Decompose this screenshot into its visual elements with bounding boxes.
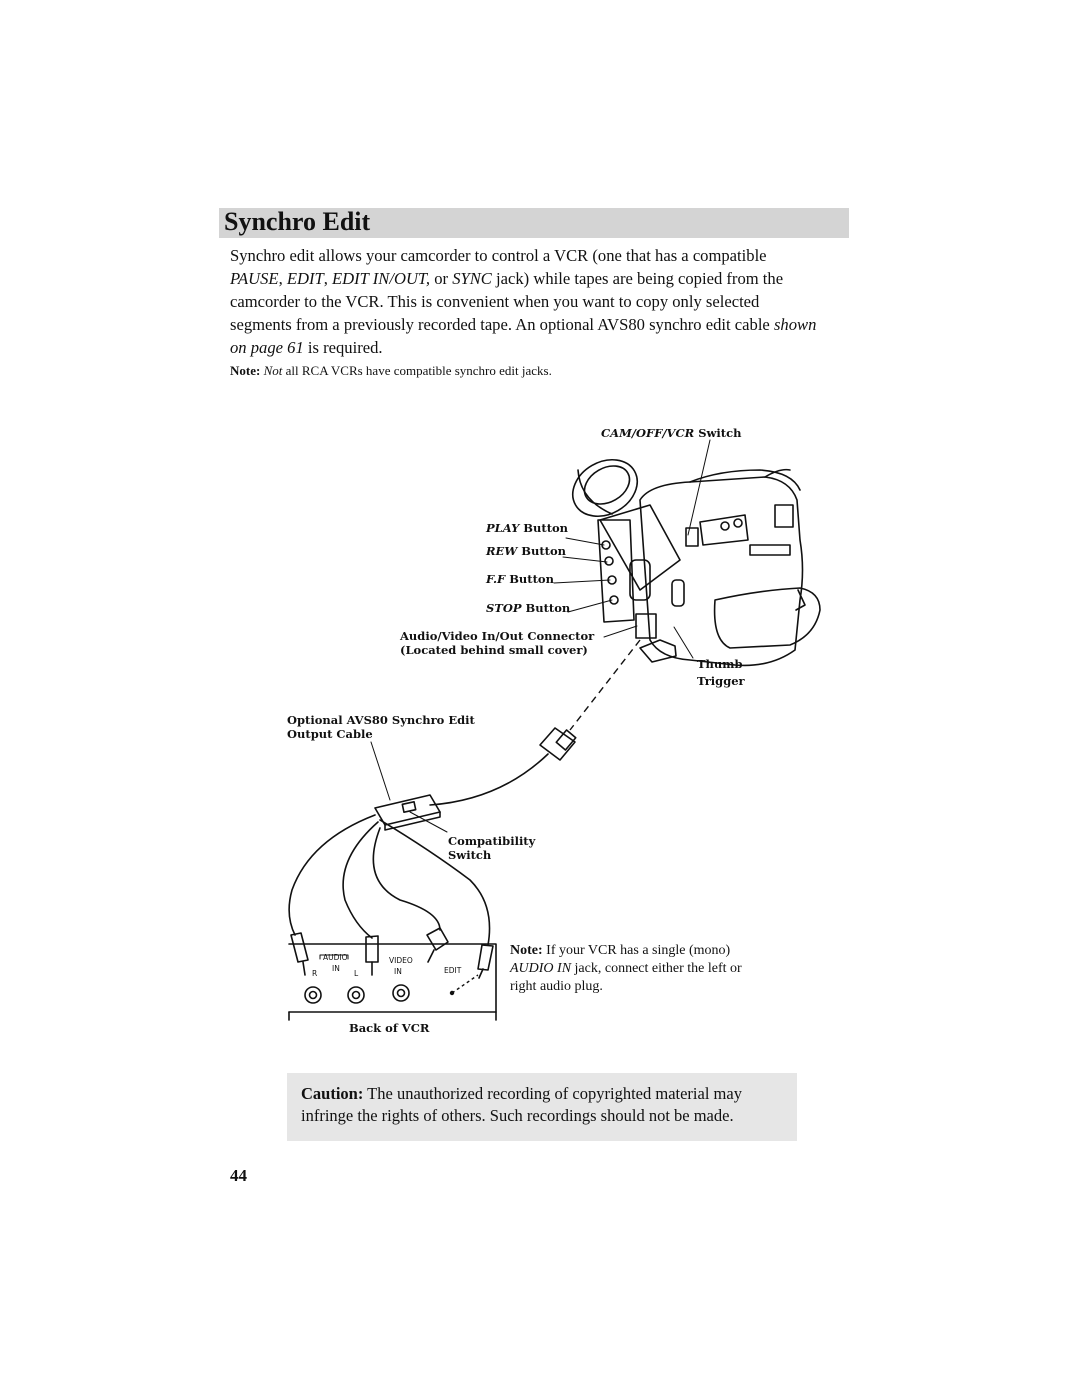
label-text: Compatibility [448, 834, 536, 848]
intro-italic-sync: SYNC [452, 269, 492, 288]
page-number: 44 [230, 1166, 247, 1185]
label-av-connector: Audio/Video In/Out Connector(Located beh… [400, 629, 594, 657]
label-text: Output Cable [287, 727, 373, 741]
cam-switch-shape [685, 527, 699, 547]
camcorder-handle [689, 469, 801, 491]
switch-box [374, 794, 441, 826]
edit-jack-dash [451, 974, 479, 994]
eyepiece [572, 458, 638, 518]
intro-paragraph: Synchro edit allows your camcorder to co… [230, 244, 820, 359]
side-panel [597, 519, 635, 623]
panel-label-l: L [354, 969, 359, 978]
label-rew-button: REW Button [486, 544, 566, 558]
label-play-button: PLAY Button [486, 521, 568, 535]
viewfinder [599, 504, 681, 591]
intro-text: jack) while tapes are being copied from … [230, 269, 784, 334]
label-text: Thumb [697, 657, 743, 671]
jack-audio-r [304, 986, 322, 1004]
intro-text: , [323, 269, 333, 288]
panel-label-edit: EDIT [444, 966, 462, 975]
label-text: Audio/Video In/Out Connector [400, 629, 595, 643]
label-back-of-vcr: Back of VCR [349, 1021, 430, 1035]
caution-text: Caution: The unauthorized recording of c… [287, 1073, 797, 1137]
label-text: Button [521, 601, 571, 615]
intro-italic-edit-in-out: EDIT IN/OUT, [332, 269, 431, 288]
intro-italic-edit: EDIT [286, 269, 324, 288]
label-text: Switch [448, 848, 492, 862]
label-italic: STOP [486, 601, 522, 615]
lead-edit [379, 819, 491, 946]
caution-body: The unauthorized recording of copyrighte… [301, 1084, 742, 1125]
note-compatibility: Note: Not all RCA VCRs have compatible s… [230, 363, 552, 379]
intro-text: or [430, 269, 453, 288]
label-ff-button: F.F Button [486, 572, 554, 586]
label-text: Button [517, 544, 566, 558]
caution-label: Caution: [301, 1084, 364, 1103]
lead-audio-r [288, 814, 376, 936]
label-cam-off-vcr-switch: CAM/OFF/VCR Switch [601, 426, 741, 440]
label-stop-button: STOP Button [486, 601, 570, 615]
note-text: all RCA VCRs have compatible synchro edi… [282, 363, 552, 378]
label-italic: CAM/OFF/VCR [601, 426, 695, 440]
intro-text: Synchro edit allows your camcorder to co… [230, 246, 767, 265]
camcorder-strap [713, 587, 821, 649]
panel-label-video-in: IN [394, 967, 402, 976]
panel-label-r: R [312, 969, 318, 978]
jack-audio-l [347, 986, 365, 1004]
panel-label-audio-in: IN [332, 964, 340, 973]
lead-video [372, 827, 441, 931]
panel-label-video: VIDEO [389, 956, 413, 965]
label-text: Switch [694, 426, 742, 440]
jack-video [392, 984, 410, 1002]
intro-italic-pause: PAUSE [230, 269, 279, 288]
intro-text: is required. [303, 338, 383, 357]
thumb-trigger-shape [639, 639, 677, 663]
lead-audio-l [342, 821, 379, 939]
label-italic: PLAY [486, 521, 520, 535]
note-mono-audio: Note: If your VCR has a single (mono) AU… [510, 942, 750, 996]
label-text: Optional AVS80 Synchro Edit [287, 713, 475, 727]
note-italic: Not [263, 363, 283, 378]
av-connector-shape [635, 613, 657, 639]
intro-page-reference: shown on page 61 [230, 315, 817, 357]
label-text: Trigger [697, 674, 745, 688]
panel-label-audio: AUDIO [323, 953, 348, 962]
vcr-back-panel [288, 943, 497, 1013]
heading-bar [219, 208, 849, 238]
label-italic: F.F [486, 572, 506, 586]
page-heading: Synchro Edit [224, 207, 371, 236]
label-text: Button [519, 521, 569, 535]
label-italic: REW [486, 544, 518, 558]
note-text: jack, connect either the left or right a… [510, 961, 742, 994]
cable-plug [539, 727, 576, 761]
intro-text: , [278, 269, 287, 288]
note-label: Note: [510, 943, 543, 958]
label-text: Button [505, 572, 554, 586]
edit-cable [429, 753, 549, 806]
rew-button-shape [604, 556, 614, 566]
stop-button-shape [609, 595, 619, 605]
caution-box: Caution: The unauthorized recording of c… [287, 1073, 797, 1141]
note-italic: AUDIO IN [510, 961, 572, 976]
note-label: Note: [230, 363, 261, 378]
label-text: (Located behind small cover) [400, 643, 588, 657]
note-text: If your VCR has a single (mono) [542, 943, 731, 958]
